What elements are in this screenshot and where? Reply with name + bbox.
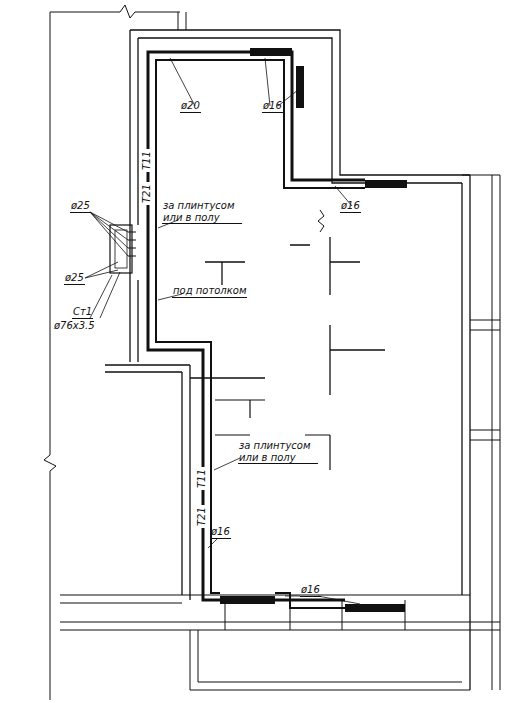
pipe-diameter: ø16 xyxy=(210,526,231,539)
pipe-diameter: ø16 xyxy=(262,100,283,113)
pipe-diameter: ø25 xyxy=(70,200,91,213)
routing-note: за плинтусом или в полу xyxy=(238,440,318,464)
riser-size: ø76x3.5 xyxy=(54,320,95,332)
riser-mark: Ст1 xyxy=(72,306,93,319)
pipe-diameter: ø25 xyxy=(64,272,85,285)
pipe-code: Т21 xyxy=(141,182,153,205)
pipe-diameter: ø16 xyxy=(300,584,321,597)
pipe-code: Т11 xyxy=(196,467,208,490)
pipe-code: Т21 xyxy=(196,505,208,528)
pipe-diameter: ø16 xyxy=(340,200,361,213)
routing-note: за плинтусом или в полу xyxy=(162,200,242,224)
pipe-diameter: ø20 xyxy=(180,100,201,113)
routing-note: под потолком xyxy=(172,285,247,298)
pipe-code: Т11 xyxy=(141,149,153,172)
